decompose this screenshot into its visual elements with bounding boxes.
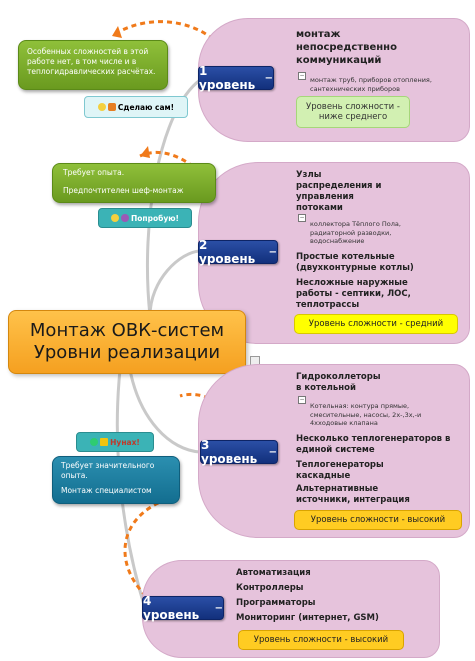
collapse-icon[interactable]: −: [214, 602, 223, 614]
level-4-item-1: Автоматизация: [236, 568, 311, 578]
central-line2: Уровни реализации: [33, 342, 221, 363]
level-2-callout-line1: Требует опыта.: [63, 168, 125, 177]
level-2-detail: коллектора Тёплого Пола, радиаторной раз…: [310, 220, 401, 245]
level-4-item-4: Мониторинг (интернет, GSM): [236, 613, 379, 623]
level-4-difficulty: Уровень сложности - высокий: [238, 630, 404, 650]
level-3-tag: Нунах!: [76, 432, 154, 452]
level-1-difficulty: Уровень сложности - ниже среднего: [296, 96, 410, 128]
collapse-icon[interactable]: −: [264, 72, 273, 84]
level-2-callout: Требует опыта. Предпочтителен шеф-монтаж: [52, 163, 216, 203]
level-3-tag-text: Нунах!: [110, 437, 140, 447]
level-1-tag: Сделаю сам!: [84, 96, 188, 118]
level-1-tag-text: Сделаю сам!: [117, 102, 175, 112]
level-2-item-1: Узлы распределения и управления потоками: [296, 170, 382, 213]
tools-icon: [107, 103, 116, 111]
level-2-callout-line2: Предпочтителен шеф-монтаж: [63, 186, 184, 195]
level-3-callout-line2: Монтаж специалистом: [61, 486, 152, 495]
smile-icon: [111, 214, 119, 222]
warning-icon: [100, 438, 109, 446]
level-3-difficulty: Уровень сложности - высокий: [294, 510, 462, 530]
level-3-item-1: Гидроколлеторы в котельной: [296, 372, 381, 393]
question-icon: [121, 214, 129, 222]
level-2-item-3: Несложные наружные работы - септики, ЛОС…: [296, 278, 411, 310]
level-3-callout: Требует значительного опыта. Монтаж спец…: [52, 456, 180, 504]
smile-icon: [97, 103, 106, 111]
expand-toggle-icon[interactable]: −: [298, 72, 306, 80]
level-3-item-3: Теплогенераторы каскадные: [296, 460, 384, 481]
level-4-item-3: Программаторы: [236, 598, 316, 608]
level-1-label: 1 уровень: [199, 64, 256, 92]
money-icon: [90, 438, 99, 446]
level-3-item-4: Альтернативные источники, интеграция: [296, 484, 410, 505]
level-4-label: 4 уровень: [143, 594, 200, 622]
expand-toggle-icon[interactable]: −: [298, 214, 306, 222]
level-2-item-2: Простые котельные (двухконтурные котлы): [296, 252, 414, 273]
central-topic[interactable]: Монтаж ОВК-систем Уровни реализации: [8, 310, 246, 374]
collapse-icon[interactable]: −: [268, 246, 277, 258]
level-2-tag: Попробую!: [98, 208, 192, 228]
level-2-label: 2 уровень: [199, 238, 256, 266]
level-1-callout: Особенных сложностей в этой работе нет, …: [18, 40, 168, 90]
level-1-callout-text: Особенных сложностей в этой работе нет, …: [27, 47, 156, 76]
level-3-node[interactable]: 3 уровень−: [200, 438, 278, 466]
collapse-icon[interactable]: −: [268, 446, 277, 458]
level-4-item-2: Контроллеры: [236, 583, 304, 593]
level-1-section-title: монтаж непосредственно коммуникаций: [296, 29, 397, 66]
level-2-difficulty: Уровень сложности - средний: [294, 314, 458, 334]
level-2-node[interactable]: 2 уровень−: [198, 238, 278, 266]
central-line1: Монтаж ОВК-систем: [29, 320, 225, 341]
level-3-detail: Котельная: контура прямые, смесительные,…: [310, 402, 422, 427]
level-3-item-2: Несколько теплогенераторов в единой сист…: [296, 434, 451, 455]
expand-toggle-icon[interactable]: −: [298, 396, 306, 404]
level-3-callout-line1: Требует значительного опыта.: [61, 461, 155, 480]
level-1-node[interactable]: 1 уровень−: [198, 64, 274, 92]
level-2-tag-text: Попробую!: [131, 213, 179, 223]
level-4-node[interactable]: 4 уровень −: [142, 594, 224, 622]
level-1-detail: монтаж труб, приборов отопления, сантехн…: [310, 76, 432, 93]
level-3-label: 3 уровень: [201, 438, 258, 466]
